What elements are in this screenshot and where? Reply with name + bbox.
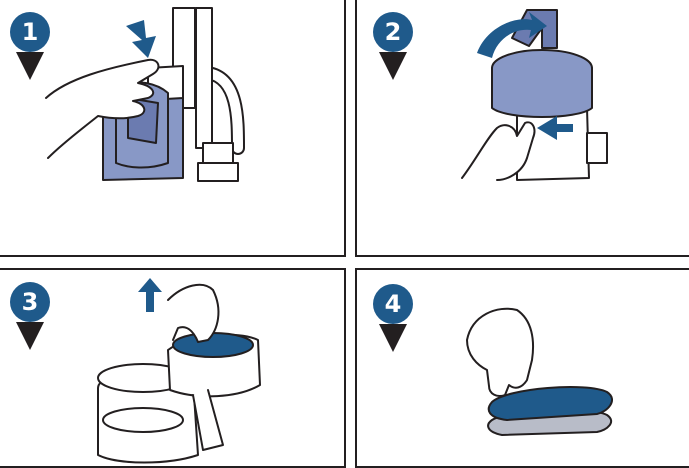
rotate-arrow-icon: [477, 12, 547, 58]
step-panel-1: 1: [0, 0, 346, 257]
left-arrow-icon: [537, 116, 573, 140]
step-pointer-icon: [16, 52, 44, 80]
step-panel-4: 4: [355, 268, 689, 468]
illustration-step-3: [97, 278, 261, 464]
illustration-step-2: [461, 9, 608, 181]
step-badge-1: 1: [10, 12, 54, 82]
step-pointer-icon: [379, 52, 407, 80]
down-arrow-icon: [126, 20, 156, 58]
illustration-step-4: [466, 307, 613, 436]
step-badge-3: 3: [10, 282, 54, 352]
step-panel-2: 2: [355, 0, 689, 257]
step-badge-4: 4: [373, 284, 417, 354]
step-number: 3: [10, 282, 50, 322]
step-panel-3: 3: [0, 268, 346, 468]
step-pointer-icon: [379, 324, 407, 352]
step-pointer-icon: [16, 322, 44, 350]
step-number: 2: [373, 12, 413, 52]
step-number: 1: [10, 12, 50, 52]
up-arrow-icon: [138, 278, 162, 312]
step-badge-2: 2: [373, 12, 417, 82]
step-number: 4: [373, 284, 413, 324]
illustration-step-1: [45, 7, 245, 182]
